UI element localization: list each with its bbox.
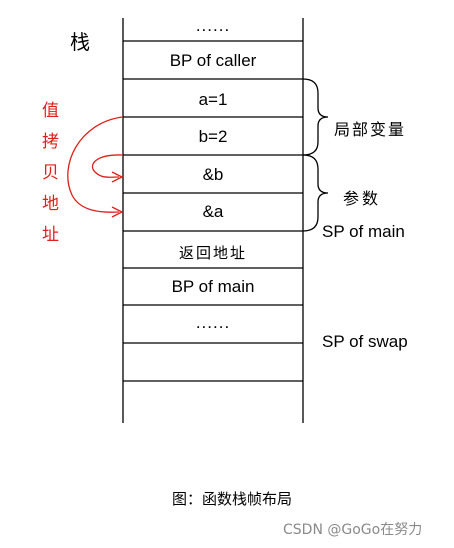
stack-cell-ellipsis-bottom: ...... xyxy=(195,313,231,332)
locals-label: 局部变量 xyxy=(334,120,407,139)
stack-cell-a: a=1 xyxy=(198,90,228,109)
copy-arrowhead-outer xyxy=(111,206,124,218)
copy-note-char-2: 拷 xyxy=(42,132,59,152)
stack-cell-ref-a: &a xyxy=(202,202,224,221)
stack-cell-ellipsis-top: ...... xyxy=(195,16,231,35)
figure-caption: 图：函数栈帧布局 xyxy=(172,490,293,508)
stack-label: 栈 xyxy=(70,30,90,54)
copy-note-char-4: 地 xyxy=(42,194,59,214)
sp-main-label: SP of main xyxy=(322,222,405,241)
watermark: CSDN @GoGo在努力 xyxy=(283,522,423,538)
stack-cell-b: b=2 xyxy=(198,127,228,146)
stack-cell-return-address: 返回地址 xyxy=(178,244,247,262)
params-label: 参数 xyxy=(343,189,382,208)
locals-brace xyxy=(302,78,329,156)
copy-note-char-1: 值 xyxy=(42,101,59,121)
stack-row-dividers xyxy=(123,40,303,382)
stack-cell-ref-b: &b xyxy=(202,165,224,184)
copy-note-char-3: 贝 xyxy=(42,163,59,183)
stack-cell-bp-caller: BP of caller xyxy=(169,51,257,70)
params-brace xyxy=(302,154,329,232)
copy-note-char-5: 址 xyxy=(42,225,59,245)
sp-swap-label: SP of swap xyxy=(322,332,408,351)
copy-arrow-outer xyxy=(67,116,124,213)
stack-cell-bp-main: BP of main xyxy=(171,277,255,296)
copy-arrow-inner xyxy=(91,154,124,178)
copy-arrowhead-inner xyxy=(111,171,124,183)
